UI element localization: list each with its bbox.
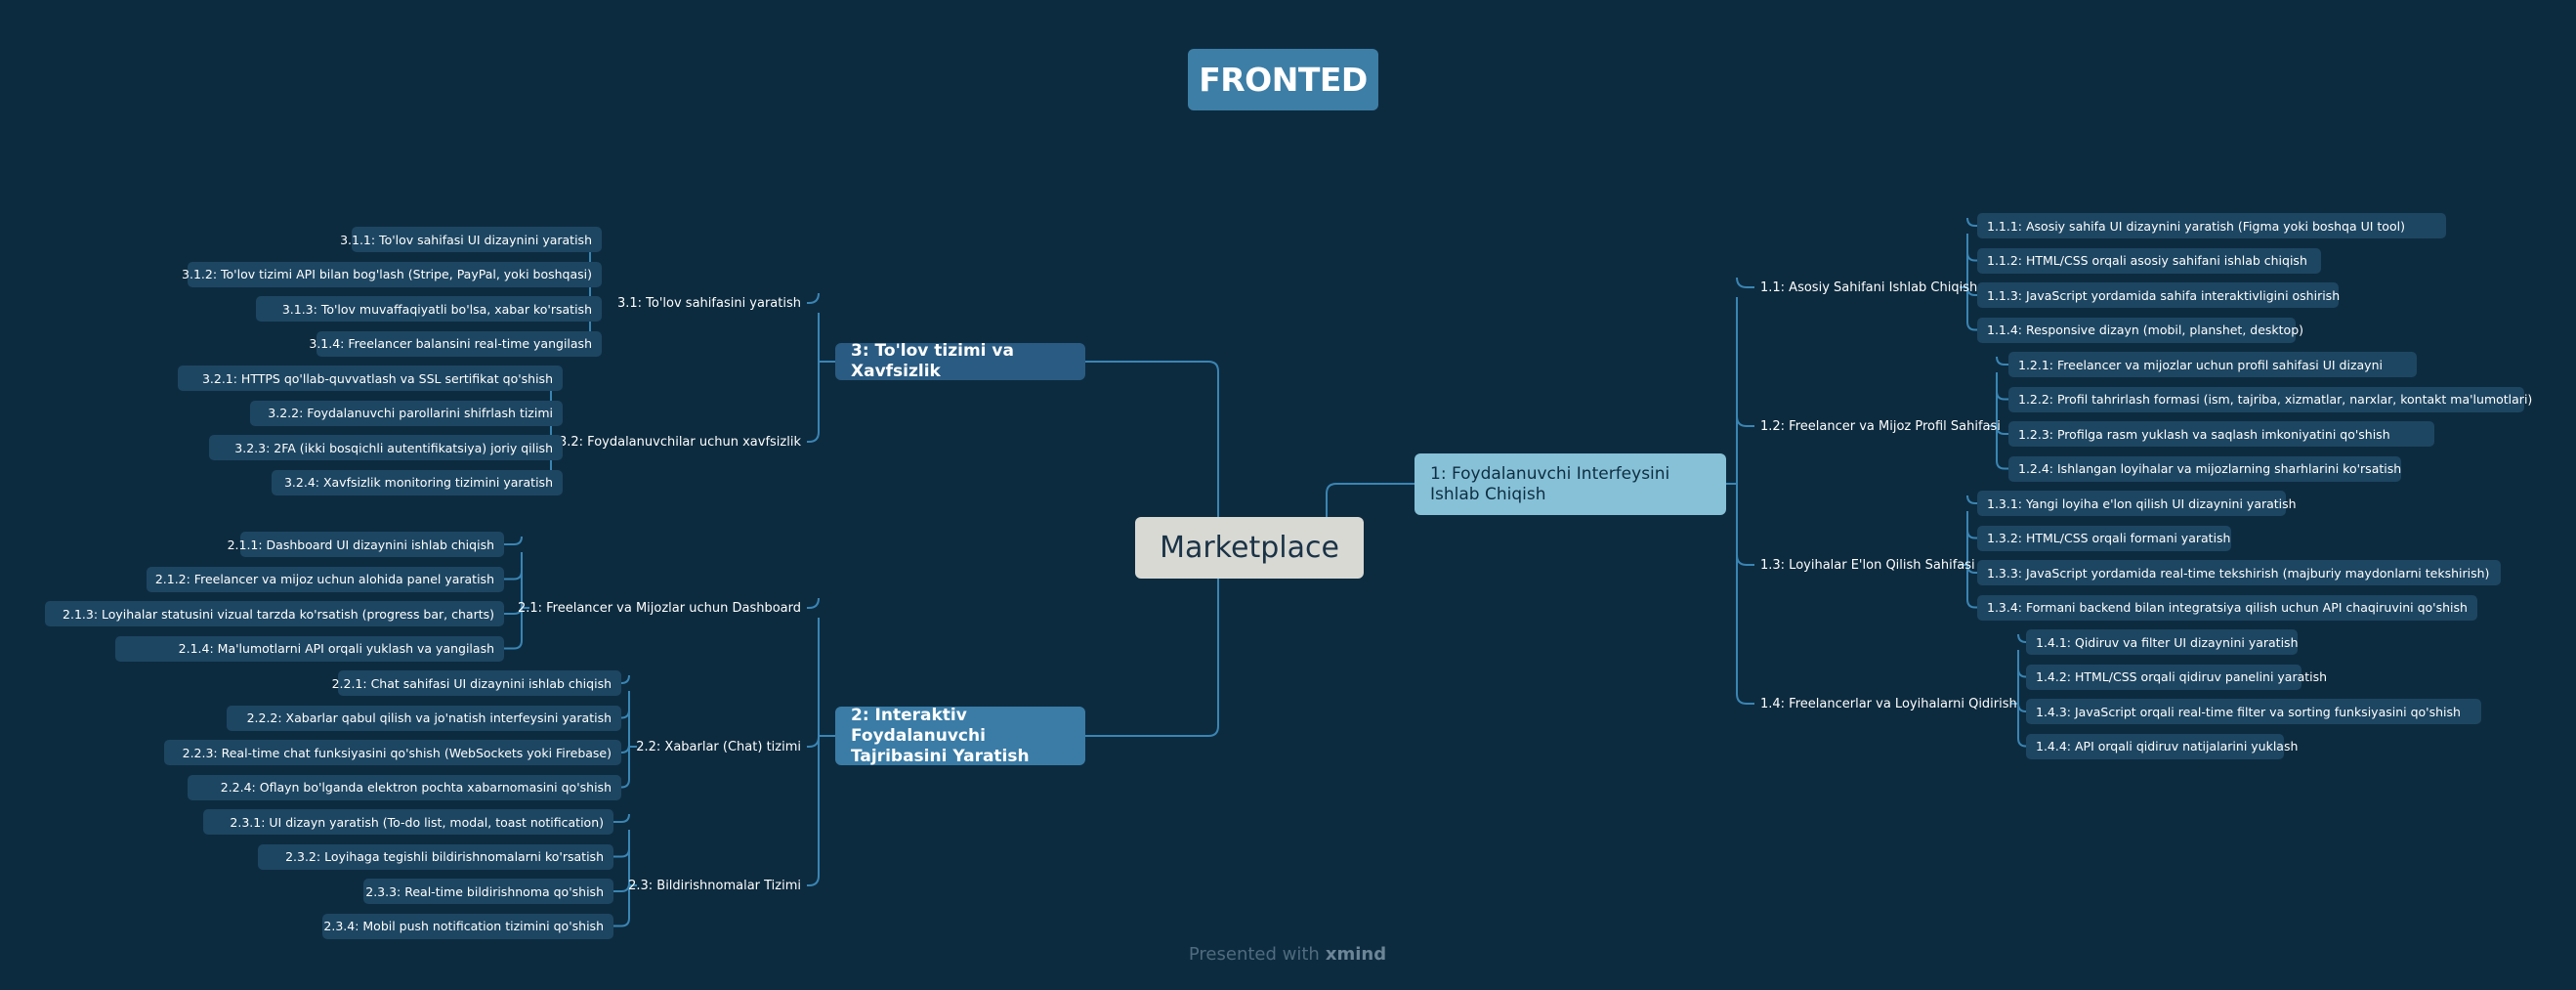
- subtopic[interactable]: 1.2: Freelancer va Mijoz Profil Sahifasi: [1760, 418, 2001, 434]
- leaf-topic[interactable]: 3.2.2: Foydalanuvchi parollarini shifrla…: [250, 400, 563, 426]
- leaf-topic[interactable]: 1.2.4: Ishlangan loyihalar va mijozlarni…: [2008, 455, 2401, 482]
- footer-credit: Presented with xmind: [1092, 941, 1483, 967]
- leaf-topic[interactable]: 1.3.1: Yangi loyiha e'lon qilish UI diza…: [1977, 491, 2297, 516]
- leaf-topic[interactable]: 1.1.2: HTML/CSS orqali asosiy sahifani i…: [1977, 247, 2321, 274]
- leaf-topic[interactable]: 3.1.4: Freelancer balansini real-time ya…: [309, 330, 602, 357]
- connector-line: [807, 431, 820, 443]
- leaf-topic[interactable]: 2.1.1: Dashboard UI dizaynini ishlab chi…: [228, 532, 504, 557]
- connector-line: [1966, 599, 1977, 609]
- connector-line: [2017, 703, 2027, 712]
- leaf-topic[interactable]: 1.1.3: JavaScript yordamida sahifa inter…: [1977, 282, 2340, 308]
- connector-line: [1085, 579, 1219, 737]
- connector-line: [1966, 495, 1977, 504]
- leaf-topic[interactable]: 1.2.3: Profilga rasm yuklash va saqlash …: [2008, 421, 2434, 447]
- leaf-topic[interactable]: 2.2.4: Oflayn bo'lganda elektron pochta …: [188, 774, 621, 800]
- connector-line: [807, 736, 820, 748]
- connector-line: [613, 848, 630, 858]
- leaf-topic[interactable]: 2.1.3: Loyihalar statusini vizual tarzda…: [45, 601, 504, 626]
- connector-line: [1966, 217, 1977, 227]
- leaf-topic[interactable]: 2.2.1: Chat sahifasi UI dizaynini ishlab…: [332, 670, 621, 696]
- leaf-topic[interactable]: 1.3.4: Formani backend bilan integratsiy…: [1977, 594, 2477, 621]
- connector-line: [504, 605, 523, 615]
- leaf-topic[interactable]: 1.4.2: HTML/CSS orqali qidiruv panelini …: [2026, 664, 2327, 690]
- leaf-topic[interactable]: 2.3.3: Real-time bildirishnoma qo'shish: [363, 879, 613, 904]
- connector-line: [2017, 738, 2027, 748]
- subtopic[interactable]: 3.2: Foydalanuvchilar uchun xavfsizlik: [559, 434, 801, 450]
- connector-line: [2017, 633, 2027, 643]
- connector-line: [807, 597, 820, 609]
- map-title[interactable]: FRONTED: [1188, 49, 1378, 110]
- connector-line: [1966, 286, 1977, 296]
- subtopic[interactable]: 2.1: Freelancer va Mijozlar uchun Dashbo…: [517, 600, 801, 616]
- subtopic[interactable]: 1.3: Loyihalar E'lon Qilish Sahifasi: [1760, 557, 1975, 573]
- leaf-topic[interactable]: 2.3.4: Mobil push notification tizimini …: [322, 913, 613, 939]
- connector-line: [1736, 277, 1754, 288]
- connector-line: [620, 744, 630, 753]
- main-topic-1[interactable]: 1: Foydalanuvchi Interfeysini Ishlab Chi…: [1415, 453, 1726, 515]
- leaf-topic[interactable]: 1.2.2: Profil tahrirlash formasi (ism, t…: [2008, 386, 2532, 412]
- connector-line: [504, 640, 523, 650]
- connector-line: [1736, 693, 1754, 705]
- subtopic[interactable]: 2.2: Xabarlar (Chat) tizimi: [636, 739, 801, 754]
- leaf-topic[interactable]: 1.3.2: HTML/CSS orqali formani yaratish: [1977, 525, 2231, 551]
- leaf-topic[interactable]: 2.2.2: Xabarlar qabul qilish va jo'natis…: [227, 705, 621, 731]
- connector-line: [1996, 356, 2008, 366]
- connector-line: [1326, 483, 1415, 517]
- leaf-topic[interactable]: 1.4.1: Qidiruv va filter UI dizaynini ya…: [2026, 629, 2299, 655]
- main-topic-3[interactable]: 3: To'lov tizimi va Xavfsizlik: [835, 341, 1085, 381]
- connector-line: [620, 674, 630, 684]
- connector-line: [1736, 554, 1754, 566]
- connector-line: [504, 536, 523, 545]
- connector-line: [807, 292, 820, 304]
- leaf-topic[interactable]: 1.4.3: JavaScript orqali real-time filte…: [2026, 699, 2481, 724]
- connector-line: [504, 571, 523, 581]
- main-topic-2[interactable]: 2: Interaktiv Foydalanuvchi Tajribasini …: [835, 706, 1085, 766]
- leaf-topic[interactable]: 3.2.1: HTTPS qo'llab-quvvatlash va SSL s…: [178, 366, 563, 391]
- subtopic[interactable]: 2.3: Bildirishnomalar Tizimi: [628, 878, 801, 893]
- connector-line: [1996, 460, 2008, 470]
- leaf-topic[interactable]: 3.1.2: To'lov tizimi API bilan bog'lash …: [182, 261, 602, 287]
- leaf-topic[interactable]: 1.2.1: Freelancer va mijozlar uchun prof…: [2008, 352, 2417, 377]
- leaf-topic[interactable]: 1.3.3: JavaScript yordamida real-time te…: [1977, 560, 2501, 585]
- connector-line: [1966, 564, 1977, 574]
- leaf-topic[interactable]: 1.4.4: API orqali qidiruv natijalarini y…: [2026, 733, 2298, 759]
- connector-line: [620, 710, 630, 719]
- connector-line: [613, 882, 630, 892]
- connector-line: [1966, 322, 1977, 331]
- connector-line: [807, 875, 820, 886]
- connector-line: [1966, 530, 1977, 539]
- leaf-topic[interactable]: 2.2.3: Real-time chat funksiyasini qo'sh…: [164, 740, 621, 765]
- connector-line: [2017, 668, 2027, 678]
- subtopic[interactable]: 3.1: To'lov sahifasini yaratish: [616, 295, 801, 311]
- xmind-brand: xmind: [1325, 943, 1387, 965]
- footer-prefix: Presented with: [1188, 943, 1320, 965]
- connector-line: [1996, 391, 2008, 401]
- leaf-topic[interactable]: 3.2.4: Xavfsizlik monitoring tizimini ya…: [272, 469, 563, 495]
- leaf-topic[interactable]: 2.3.2: Loyihaga tegishli bildirishnomala…: [258, 843, 613, 870]
- connector-line: [620, 779, 630, 789]
- leaf-topic[interactable]: 2.1.4: Ma'lumotlarni API orqali yuklash …: [115, 635, 504, 662]
- leaf-topic[interactable]: 2.1.2: Freelancer va mijoz uchun alohida…: [147, 566, 504, 592]
- subtopic[interactable]: 1.4: Freelancerlar va Loyihalarni Qidiri…: [1760, 696, 2017, 711]
- connector-line: [1996, 425, 2008, 435]
- central-topic[interactable]: Marketplace: [1135, 517, 1364, 579]
- connector-line: [1085, 361, 1219, 517]
- leaf-topic[interactable]: 3.1.1: To'lov sahifasi UI dizaynini yara…: [340, 227, 602, 252]
- leaf-topic[interactable]: 3.1.3: To'lov muvaffaqiyatli bo'lsa, xab…: [256, 296, 602, 322]
- connector-line: [613, 918, 630, 927]
- leaf-topic[interactable]: 1.1.4: Responsive dizayn (mobil, planshe…: [1977, 317, 2303, 343]
- connector-line: [1966, 252, 1977, 262]
- leaf-topic[interactable]: 3.2.3: 2FA (ikki bosqichli autentifikats…: [209, 435, 563, 460]
- leaf-topic[interactable]: 2.3.1: UI dizayn yaratish (To-do list, m…: [203, 809, 613, 835]
- leaf-topic[interactable]: 1.1.1: Asosiy sahifa UI dizaynini yarati…: [1977, 213, 2446, 238]
- subtopic[interactable]: 1.1: Asosiy Sahifani Ishlab Chiqish: [1760, 280, 1978, 295]
- connector-line: [613, 813, 630, 823]
- connector-line: [1736, 415, 1754, 427]
